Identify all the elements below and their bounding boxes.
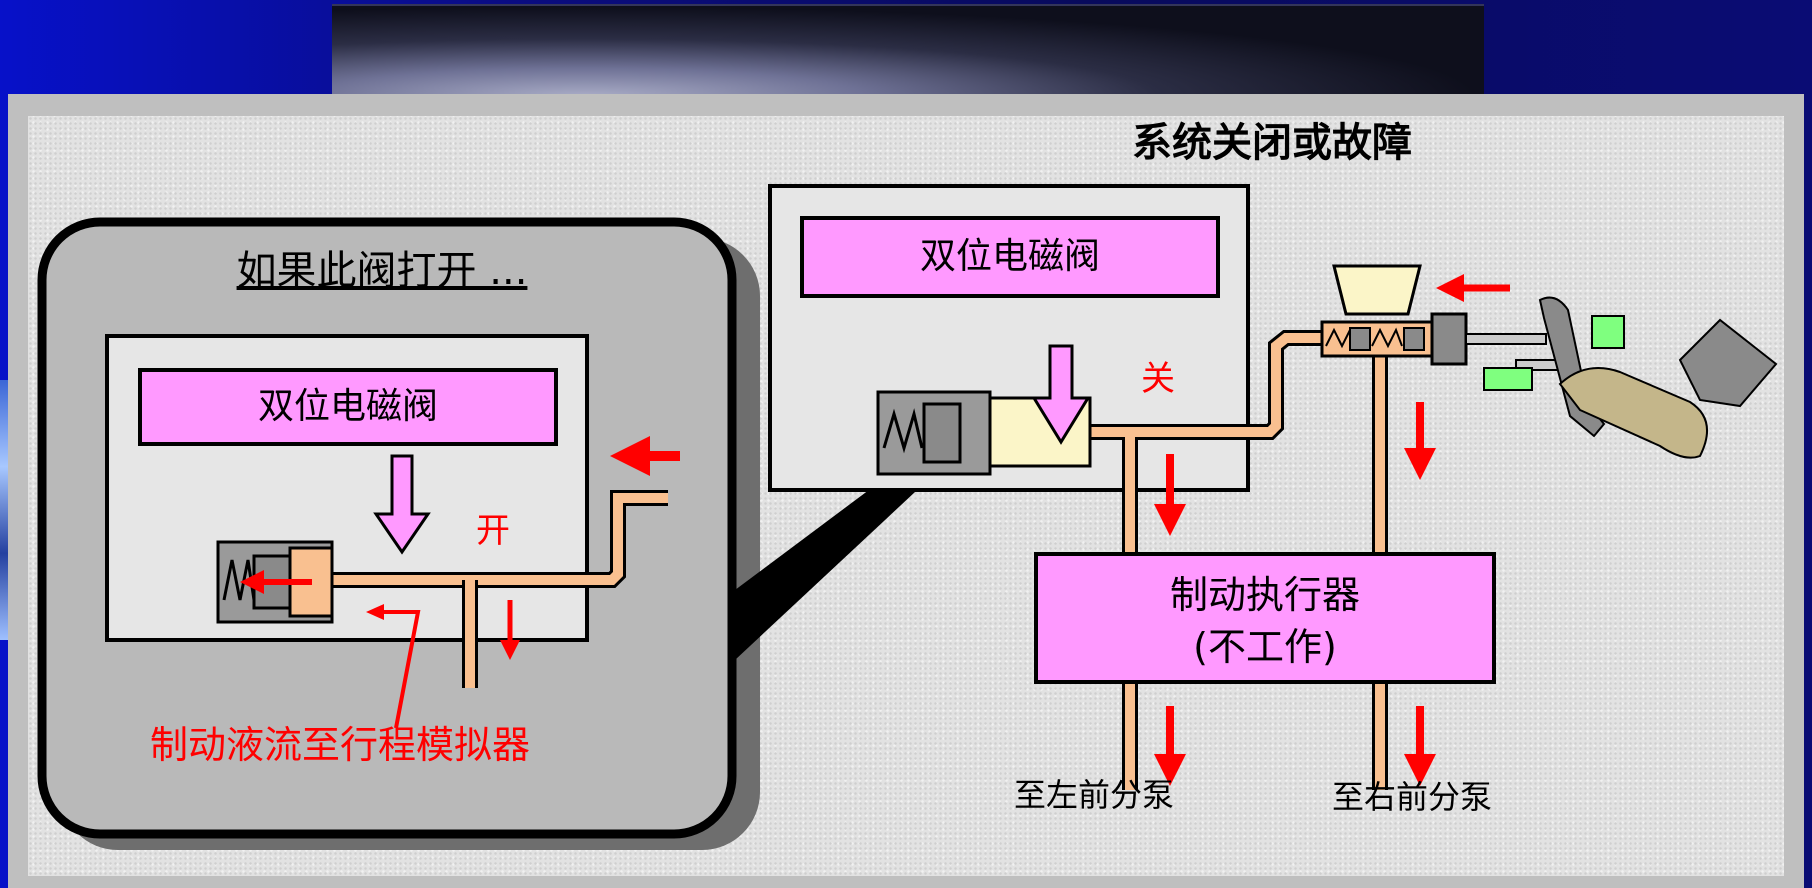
- main-state-label: 关: [1141, 359, 1175, 399]
- master-cylinder: [1320, 264, 1577, 371]
- pedal-switch-lower: [1483, 367, 1533, 391]
- callout-valve-label: 双位电磁阀: [258, 386, 438, 427]
- outlet-left-label: 至左前分泵: [1014, 776, 1174, 814]
- main-valve-label: 双位电磁阀: [920, 236, 1100, 277]
- main-valve-box: [800, 216, 1220, 298]
- outlet-right-label: 至右前分泵: [1332, 778, 1492, 816]
- brake-pedal-foot: [1483, 296, 1778, 459]
- main-brake-pipes: [980, 330, 1388, 790]
- zoom-callout: 如果此阀打开 ... 双位电磁阀 开 制动液流至行程模拟器: [37, 217, 930, 850]
- callout-flow-note: 制动液流至行程模拟器: [150, 723, 530, 767]
- main-flow-arrows: [1154, 274, 1510, 786]
- callout-valve-box: [138, 368, 558, 446]
- diagram-title: 系统关闭或故障: [1132, 120, 1412, 166]
- callout-state-label: 开: [476, 511, 510, 551]
- callout-actuation-arrow: [373, 454, 431, 555]
- main-actuation-arrow: [1031, 344, 1091, 445]
- header-car-photo: [332, 4, 1484, 106]
- actuator-status: (不工作): [1193, 625, 1337, 669]
- pedal-switch-upper: [1591, 315, 1625, 349]
- actuator-label: 制动执行器: [1170, 573, 1360, 617]
- callout-heading: 如果此阀打开 ...: [237, 248, 528, 294]
- brake-actuator: 制动执行器 (不工作): [1034, 552, 1496, 684]
- callout-note-pointer: [378, 610, 421, 729]
